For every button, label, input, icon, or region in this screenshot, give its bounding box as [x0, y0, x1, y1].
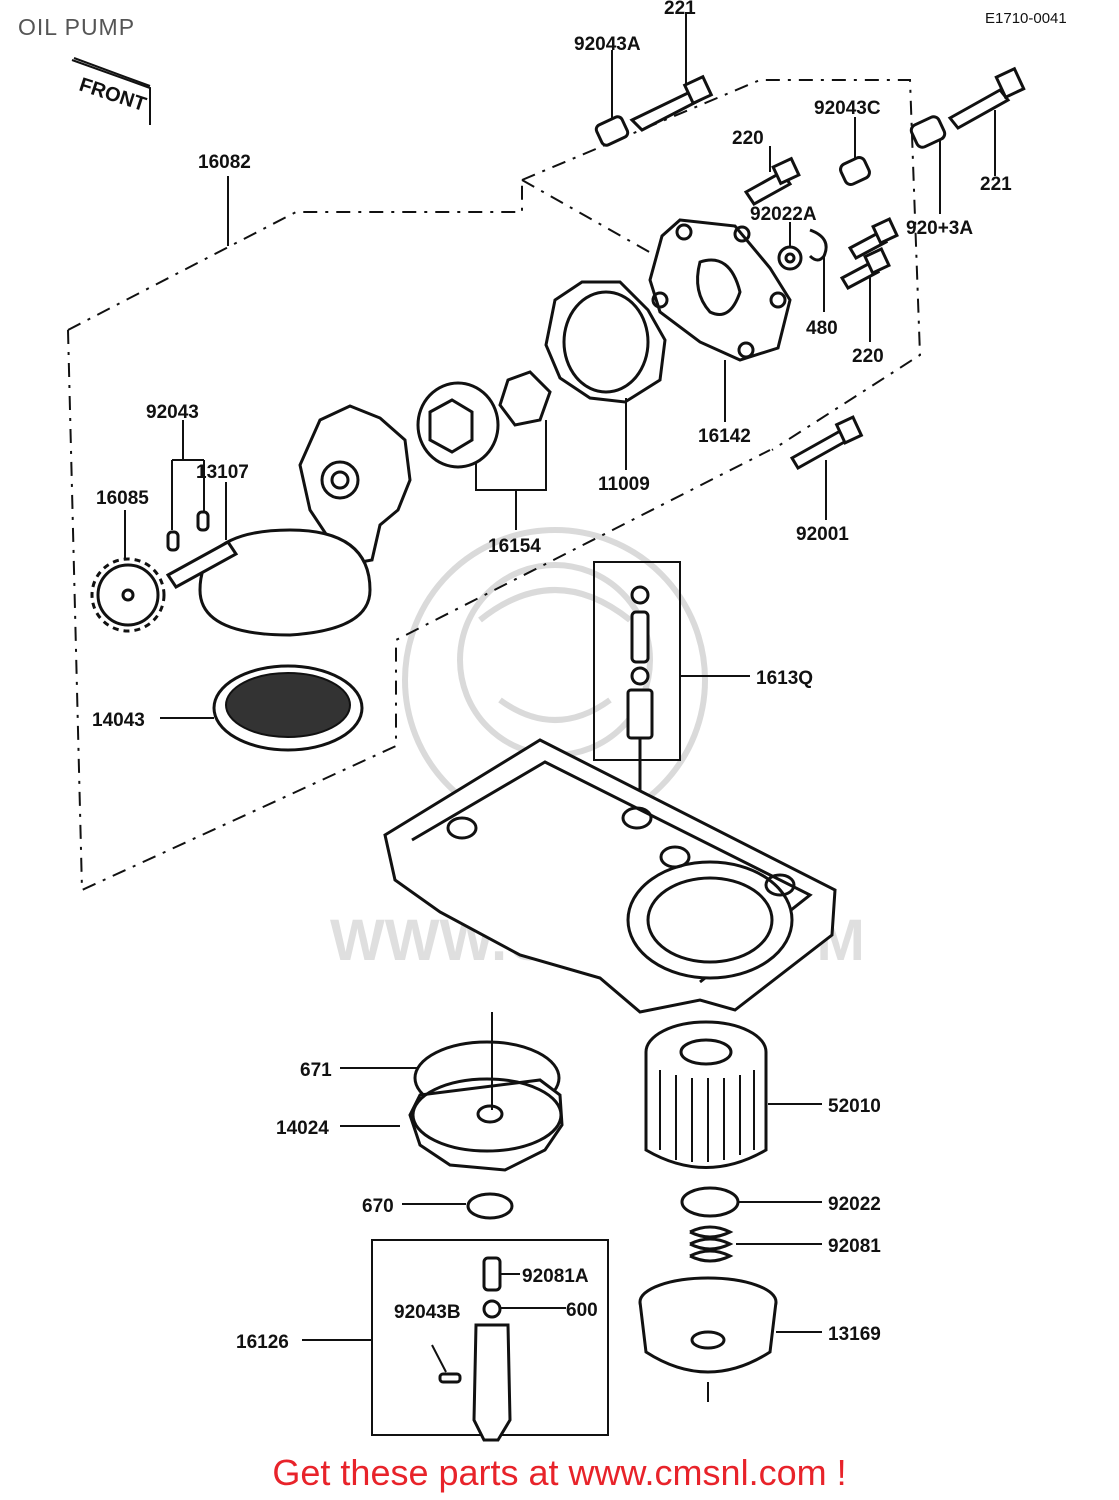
part-labels: 221 92043A 16082 92043C 220 221 92022A 9… [92, 0, 1012, 1353]
rotor-set-16154 [416, 370, 552, 469]
label-221-right: 221 [980, 174, 1012, 195]
label-92022A: 92022A [750, 204, 817, 225]
collar-92043A-top [594, 115, 630, 147]
label-16154: 16154 [488, 536, 541, 557]
filter-cover-14024 [408, 1077, 564, 1172]
bolt-221-top [629, 74, 714, 132]
label-13107: 13107 [196, 462, 249, 483]
label-92043B: 92043B [394, 1302, 461, 1323]
label-480: 480 [806, 318, 838, 339]
assembly-outline [67, 79, 922, 892]
filter-case-13169 [638, 1276, 778, 1402]
clip-480 [808, 228, 828, 262]
label-92001: 92001 [796, 524, 849, 545]
bolt-92001 [789, 415, 864, 471]
strainer-14043 [212, 664, 364, 752]
label-13169: 13169 [828, 1324, 881, 1345]
gasket-11009 [544, 280, 667, 404]
footer-promo-text: Get these parts at www.cmsnl.com ! [272, 1452, 847, 1493]
bypass-valve-16126 [371, 1239, 609, 1442]
shaft-13107 [165, 540, 239, 589]
pins-92043 [166, 510, 210, 552]
label-16142: 16142 [698, 426, 751, 447]
label-220-top: 220 [732, 128, 764, 149]
washer-92022A [777, 245, 803, 271]
label-52010: 52010 [828, 1096, 881, 1117]
label-92043C: 92043C [814, 98, 881, 119]
label-92081A: 92081A [522, 1266, 589, 1287]
label-600: 600 [566, 1300, 598, 1321]
label-221-top: 221 [664, 0, 696, 19]
oil-pan [383, 738, 837, 1014]
label-14043: 14043 [92, 710, 145, 731]
label-92043: 92043 [146, 402, 199, 423]
bolts-220-right [839, 217, 899, 290]
bolt-220-top [743, 156, 801, 206]
pump-body-16082 [198, 404, 412, 637]
label-14024: 14024 [276, 1118, 329, 1139]
label-16085: 16085 [96, 488, 149, 509]
washer-92022 [680, 1186, 740, 1218]
label-92081: 92081 [828, 1236, 881, 1257]
label-220-right: 220 [852, 346, 884, 367]
label-11009: 11009 [598, 474, 650, 495]
washer-670 [466, 1192, 514, 1220]
label-92043A-top: 92043A [574, 34, 641, 55]
drawing-code: E1710-0041 [985, 10, 1067, 27]
label-92043A-right: 920+3A [906, 218, 973, 239]
label-16082: 16082 [198, 152, 251, 173]
label-670: 670 [362, 1196, 394, 1217]
sprocket-16085 [90, 557, 166, 633]
bolt-221-right [909, 66, 1026, 149]
label-92022: 92022 [828, 1194, 881, 1215]
collar-92043C [839, 156, 871, 186]
front-direction-marker: FRONT [71, 57, 151, 125]
label-671: 671 [300, 1060, 332, 1081]
pump-cover-16142 [648, 218, 792, 362]
spring-92081 [689, 1225, 734, 1263]
label-16126: 16126 [236, 1332, 289, 1353]
oil-filter-52010 [644, 1020, 768, 1169]
diagram-title: OIL PUMP [18, 14, 136, 40]
label-16130: 1613Q [756, 668, 813, 689]
front-label: FRONT [76, 74, 148, 116]
